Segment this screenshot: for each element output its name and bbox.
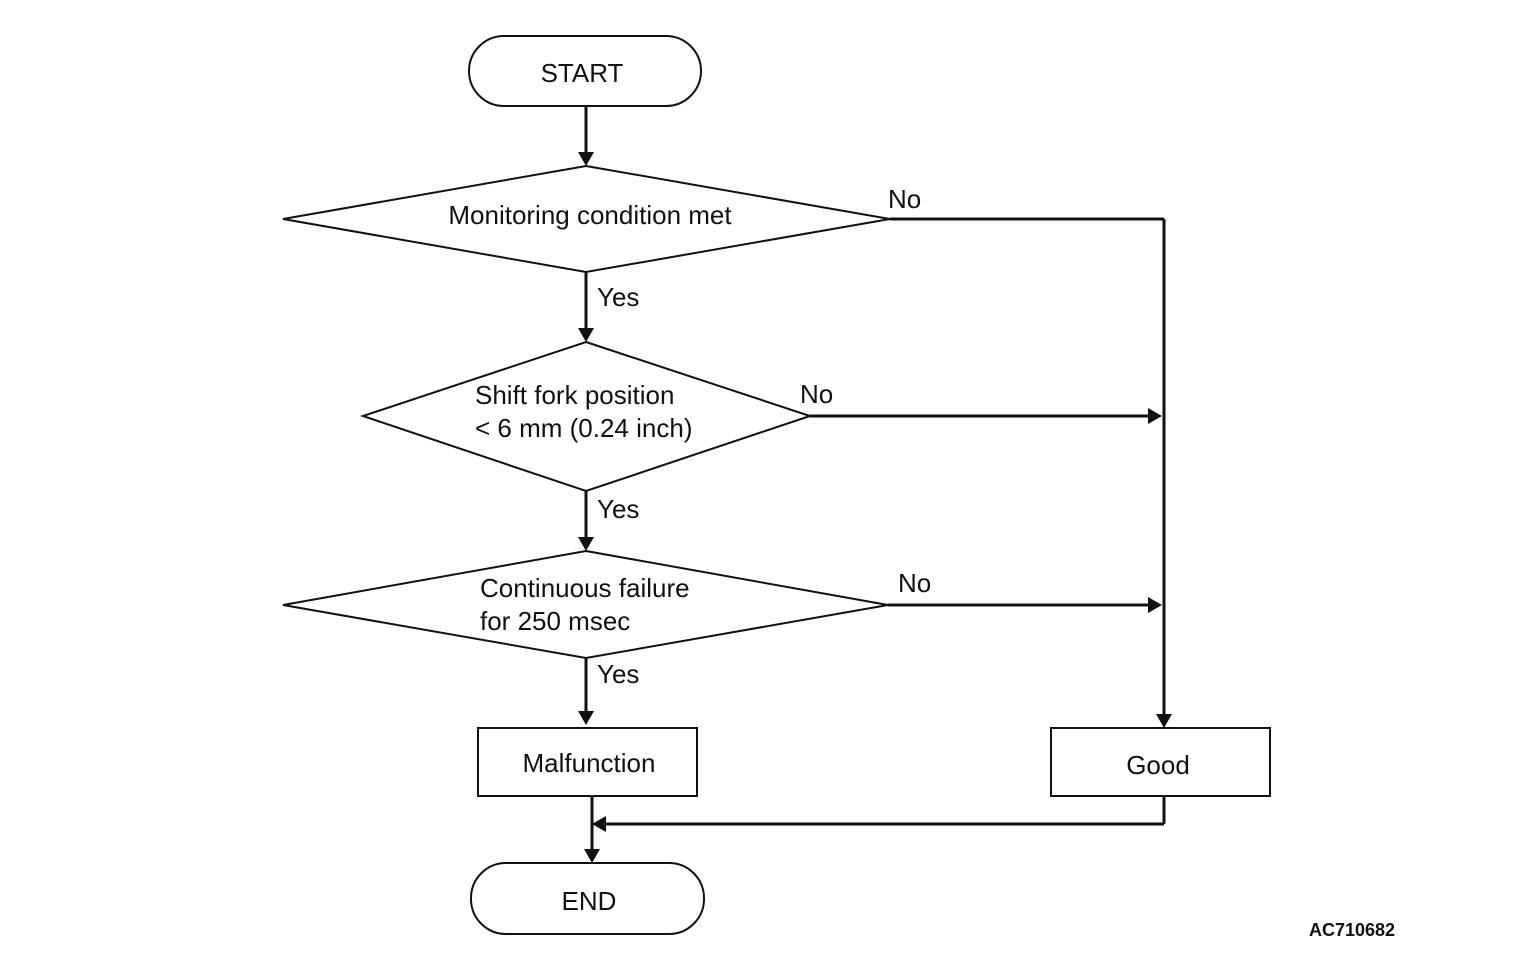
start-node: START xyxy=(468,35,702,107)
edge-monitoring-yes: Yes xyxy=(578,272,639,342)
decision-monitoring-condition: Monitoring condition met xyxy=(282,164,891,274)
good-node: Good xyxy=(1050,727,1271,797)
continuous-no-label: No xyxy=(898,568,931,598)
end-node: END xyxy=(470,862,705,935)
decision-shift-fork-label-line1: Shift fork position xyxy=(475,380,674,410)
monitoring-yes-label: Yes xyxy=(597,282,639,312)
figure-code: AC710682 xyxy=(1309,920,1395,940)
shift-fork-yes-label: Yes xyxy=(597,494,639,524)
decision-continuous-label-line1: Continuous failure xyxy=(480,573,690,603)
start-label: START xyxy=(541,58,624,88)
decision-continuous-label-line2: for 250 msec xyxy=(480,606,630,636)
decision-monitoring-label: Monitoring condition met xyxy=(448,200,732,230)
decision-shift-fork-position: Shift fork position < 6 mm (0.24 inch) xyxy=(359,340,814,493)
edge-shift-fork-yes: Yes xyxy=(578,491,639,551)
edge-continuous-no: No xyxy=(888,568,1162,613)
continuous-yes-label: Yes xyxy=(597,659,639,689)
malfunction-node: Malfunction xyxy=(477,727,698,797)
shift-fork-no-label: No xyxy=(800,379,833,409)
malfunction-label: Malfunction xyxy=(523,748,656,778)
edge-start-to-monitoring xyxy=(578,106,594,166)
edge-good-to-end xyxy=(592,796,1166,832)
edge-monitoring-no: No xyxy=(888,184,1172,728)
monitoring-no-label: No xyxy=(888,184,921,214)
edge-continuous-yes: Yes xyxy=(578,658,639,725)
edge-malfunction-to-end xyxy=(584,796,600,863)
decision-shift-fork-label-line2: < 6 mm (0.24 inch) xyxy=(475,413,692,443)
good-label: Good xyxy=(1126,750,1190,780)
edge-shift-fork-no: No xyxy=(800,379,1162,424)
decision-continuous-failure: Continuous failure for 250 msec xyxy=(282,549,889,660)
end-label: END xyxy=(562,886,617,916)
